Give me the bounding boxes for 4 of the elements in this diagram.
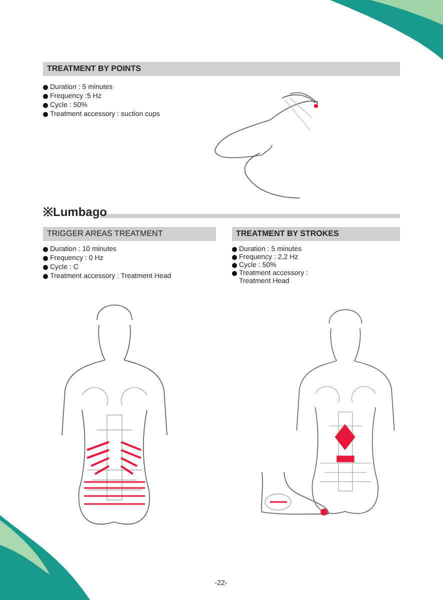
section-heading: TREATMENT BY POINTS (43, 62, 400, 76)
section-heading: TRIGGER AREAS TREATMENT (43, 227, 216, 241)
section-heading: TREATMENT BY STROKES (232, 227, 400, 241)
section-title: ※Lumbago (43, 205, 108, 220)
